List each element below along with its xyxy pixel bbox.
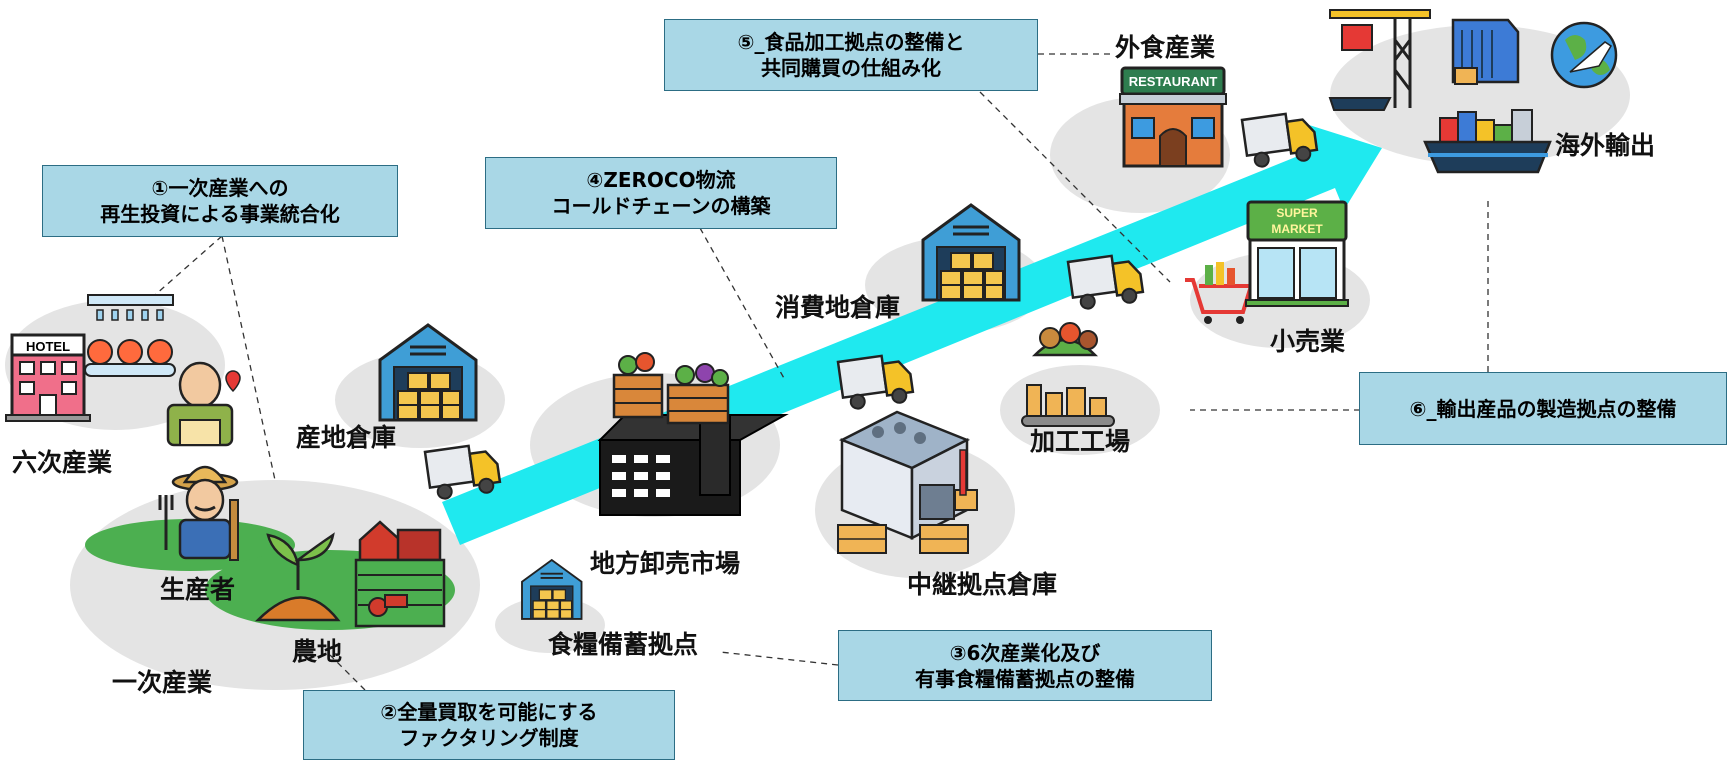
connector-c3 bbox=[719, 651, 839, 666]
food-processing-icon bbox=[1021, 322, 1115, 427]
shopping-cart-icon bbox=[1185, 262, 1254, 324]
label-gaishoku: 外食産業 bbox=[1115, 33, 1216, 62]
connector-c1-left bbox=[154, 235, 223, 296]
supermarket-icon: SUPER MARKET bbox=[1245, 200, 1349, 307]
warehouse-sanchi-icon bbox=[378, 323, 478, 422]
connector-lines bbox=[154, 53, 1489, 691]
farmer-with-map-icon bbox=[166, 361, 241, 447]
shipping-container-icon bbox=[1451, 18, 1520, 85]
hotel-icon: HOTEL bbox=[5, 333, 91, 422]
label-kouri: 小売業 bbox=[1270, 327, 1346, 356]
barn-farm-icon bbox=[354, 520, 446, 628]
label-shokuryou-bichiku: 食糧備蓄拠点 bbox=[548, 630, 699, 659]
restaurant-icon: RESTAURANT bbox=[1119, 66, 1227, 168]
callout-export-base: ⑥_輸出産品の製造拠点の整備 bbox=[1359, 372, 1727, 445]
supermarket-sign-text-2: MARKET bbox=[1271, 222, 1323, 236]
connector-c4 bbox=[699, 227, 786, 381]
callout-factoring: ②全量買取を可能にする ファクタリング制度 bbox=[303, 690, 675, 760]
callout-food-processing: ⑤_食品加工拠点の整備と 共同購買の仕組み化 bbox=[664, 19, 1038, 91]
label-ichiji: 一次産業 bbox=[112, 668, 213, 697]
supermarket-sign-text-1: SUPER bbox=[1276, 206, 1318, 220]
label-rokuji: 六次産業 bbox=[12, 448, 113, 477]
globe-airplane-icon bbox=[1550, 21, 1618, 89]
label-nouchi: 農地 bbox=[292, 637, 343, 666]
callout-reinvestment: ①一次産業への 再生投資による事業統合化 bbox=[42, 165, 398, 237]
farmer-icon bbox=[158, 465, 239, 561]
wholesale-market-building-icon bbox=[597, 414, 789, 516]
restaurant-sign-text: RESTAURANT bbox=[1129, 74, 1218, 89]
connector-c2 bbox=[329, 654, 366, 691]
label-kakou-koujou: 加工工場 bbox=[1030, 427, 1131, 456]
processing-line-icon bbox=[84, 294, 176, 377]
label-seisansha: 生産者 bbox=[160, 575, 236, 604]
port-crane-icon bbox=[1328, 9, 1431, 111]
truck-icon-4 bbox=[1240, 112, 1319, 168]
hotel-sign-text: HOTEL bbox=[26, 339, 70, 354]
distribution-center-icon bbox=[837, 410, 978, 554]
label-shouhichi-souko: 消費地倉庫 bbox=[775, 293, 901, 322]
warehouse-bichiku-icon bbox=[521, 558, 583, 620]
label-chihou-oroshiuri: 地方卸売市場 bbox=[590, 549, 741, 578]
connector-c5-down bbox=[979, 91, 1171, 283]
callout-stockpile: ③6次産業化及び 有事食糧備蓄拠点の整備 bbox=[838, 630, 1212, 701]
vegetable-crates-icon bbox=[612, 352, 730, 425]
warehouse-shouhichi-icon bbox=[921, 203, 1021, 302]
label-kaigai-yushutsu: 海外輸出 bbox=[1555, 131, 1656, 160]
truck-icon-3 bbox=[1066, 254, 1145, 310]
truck-icon-2 bbox=[836, 354, 915, 410]
truck-icon-1 bbox=[423, 444, 502, 500]
sprout-icon bbox=[254, 532, 341, 622]
label-sanchi-souko: 産地倉庫 bbox=[296, 423, 397, 452]
label-chuukei-souko: 中継拠点倉庫 bbox=[907, 570, 1058, 599]
connector-c1-right bbox=[221, 235, 276, 481]
cargo-ship-icon bbox=[1423, 109, 1552, 174]
callout-coldchain: ④ZEROCO物流 コールドチェーンの構築 bbox=[485, 157, 837, 229]
